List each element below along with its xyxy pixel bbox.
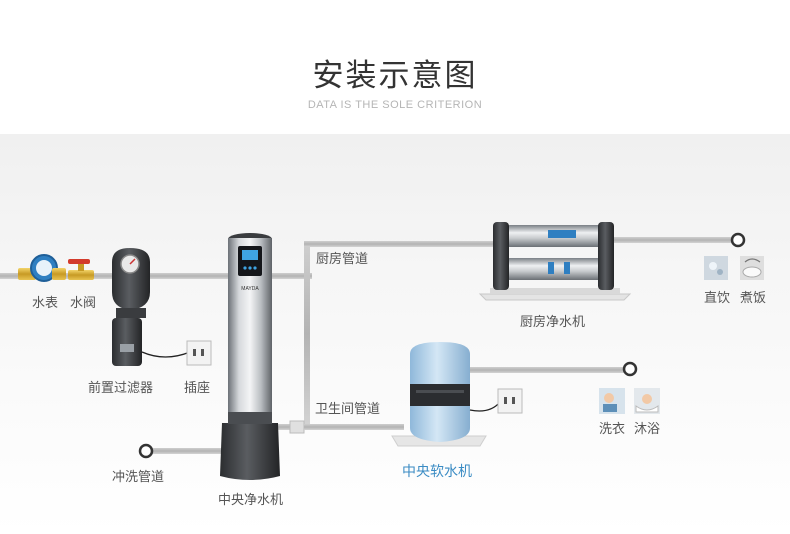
water-valve-icon bbox=[68, 259, 94, 280]
flush-pipe bbox=[138, 443, 230, 459]
central-softener-icon bbox=[391, 342, 487, 447]
label-laundry: 洗衣 bbox=[599, 422, 626, 437]
label-pre-filter: 前置过滤器 bbox=[88, 381, 154, 396]
page-subtitle: DATA IS THE SOLE CRITERION bbox=[307, 99, 483, 111]
label-bathroom-pipe: 卫生间管道 bbox=[315, 402, 381, 417]
kitchen-purifier-icon bbox=[478, 222, 632, 301]
label-bathing: 沐浴 bbox=[634, 422, 661, 437]
label-water-valve: 水阀 bbox=[70, 296, 97, 311]
label-flush-pipe: 冲洗管道 bbox=[112, 470, 165, 485]
socket-icon-softener bbox=[469, 388, 523, 414]
socket-icon-prefilter bbox=[141, 340, 212, 366]
label-socket: 插座 bbox=[184, 381, 211, 396]
label-cooking: 煮饭 bbox=[740, 291, 767, 306]
cooking-icon bbox=[740, 256, 764, 280]
direct-drink-icon bbox=[704, 256, 728, 280]
label-water-meter: 水表 bbox=[32, 296, 59, 311]
pre-filter-icon bbox=[112, 248, 150, 366]
bathing-icon bbox=[634, 388, 660, 414]
label-central-softener: 中央软水机 bbox=[402, 464, 472, 480]
label-direct-drink: 直饮 bbox=[704, 291, 731, 306]
page-title: 安装示意图 bbox=[312, 58, 478, 94]
water-meter-icon bbox=[18, 254, 66, 282]
label-central-purifier: 中央净水机 bbox=[218, 493, 284, 508]
central-purifier-icon: MAYDA bbox=[220, 233, 280, 480]
purifier-brand-mark: MAYDA bbox=[241, 286, 259, 292]
label-kitchen-pipe: 厨房管道 bbox=[316, 252, 369, 267]
header: 安装示意图 DATA IS THE SOLE CRITERION bbox=[0, 0, 790, 134]
distribution-pipes bbox=[272, 232, 746, 434]
laundry-icon bbox=[599, 388, 625, 414]
label-kitchen-purifier: 厨房净水机 bbox=[520, 315, 586, 330]
